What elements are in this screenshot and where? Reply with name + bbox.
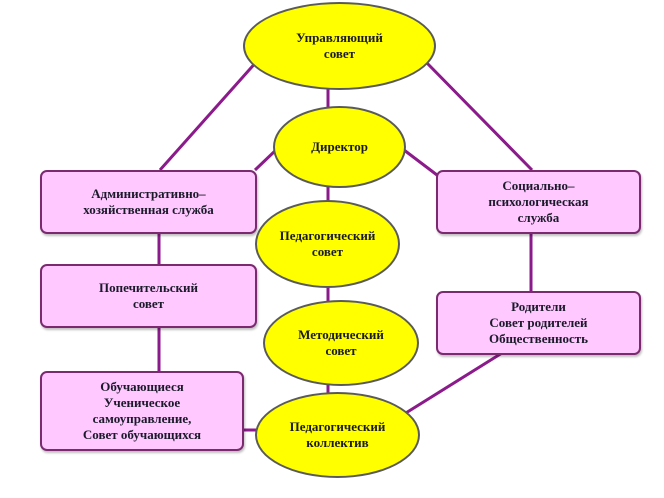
director-label: Директор [311,139,368,154]
parents-label: Родители Совет родителей Общественность [489,299,588,346]
trustee-council-node: Попечительский совет [40,264,257,328]
pedagogical-council-node: Педагогический совет [255,200,400,288]
methodical-council-node: Методический совет [263,300,419,386]
connector-director-social [403,148,438,177]
governing-council-label: Управляющий совет [296,30,383,61]
students-node: Обучающиеся Ученическое самоуправление, … [40,371,244,451]
admin-service-label: Административно– хозяйственная служба [83,186,214,217]
director-node: Директор [273,106,406,188]
connector-parents-staff [400,351,503,418]
connector-council-social [422,58,534,172]
admin-service-node: Административно– хозяйственная служба [40,170,257,234]
students-label: Обучающиеся Ученическое самоуправление, … [82,379,202,442]
teaching-staff-label: Педагогический коллектив [289,419,386,450]
social-service-node: Социально– психологическая служба [436,170,641,234]
parents-node: Родители Совет родителей Общественность [436,291,641,355]
methodical-council-label: Методический совет [298,327,384,358]
connector-council-admin [158,59,260,171]
social-service-label: Социально– психологическая служба [488,178,589,225]
governing-council-node: Управляющий совет [243,2,436,90]
trustee-council-label: Попечительский совет [99,280,198,311]
connector-director-admin [253,148,278,172]
pedagogical-council-label: Педагогический совет [279,228,376,259]
teaching-staff-node: Педагогический коллектив [255,392,420,478]
